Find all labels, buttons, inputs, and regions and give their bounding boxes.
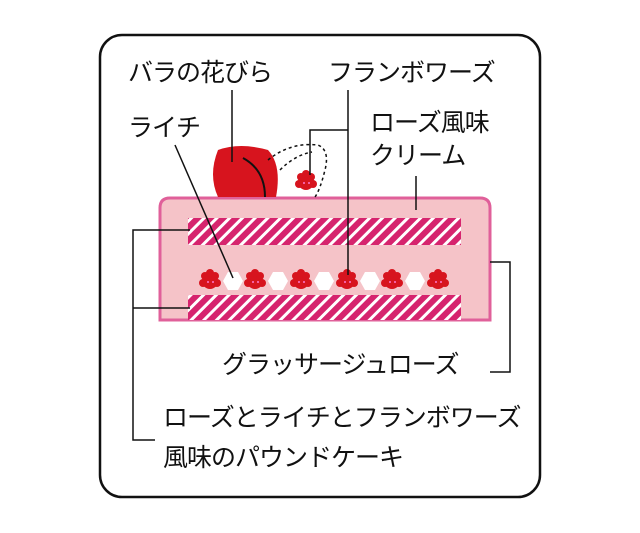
label-rose-cream-line1: ローズ風味: [370, 108, 490, 137]
label-glacage: グラッサージュローズ: [222, 350, 460, 379]
label-pound-cake-line1: ローズとライチとフランボワーズ: [163, 403, 522, 432]
label-pound-cake-line2: 風味のパウンドケーキ: [163, 443, 404, 472]
fruit-row: [199, 269, 449, 290]
label-framboise: フランボワーズ: [328, 58, 496, 87]
label-rose-petal: バラの花びら: [128, 58, 273, 87]
leader-lines: [132, 90, 511, 441]
label-rose-cream-line2: クリーム: [370, 141, 466, 170]
label-lychee: ライチ: [128, 113, 201, 142]
sponge-layer-top: [188, 218, 461, 245]
sponge-layer-bottom: [188, 295, 461, 320]
rose-petal: [213, 146, 278, 197]
cake-body: [158, 196, 492, 322]
